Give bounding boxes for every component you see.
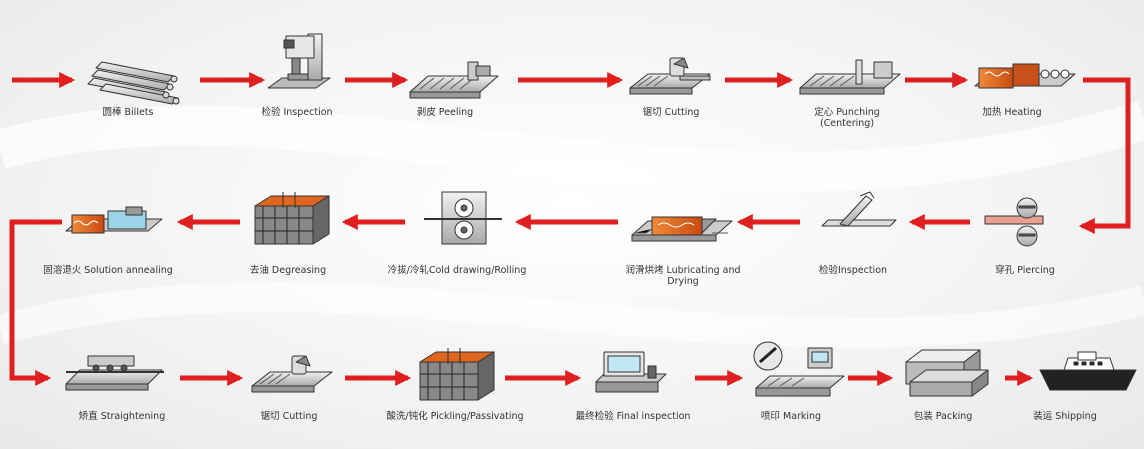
annealing-furnace-icon: [65, 206, 163, 234]
step-degreasing: 去油 Degreasing: [213, 262, 363, 276]
marking-machine-icon: [753, 341, 845, 397]
step-label: 剥皮 Peeling: [416, 107, 474, 118]
cold-drawing-icon: [424, 191, 502, 245]
ship-icon: [1039, 351, 1137, 391]
step-label: 包装 Packing: [913, 411, 973, 422]
step-punching: 定心 Punching (Centering): [772, 104, 922, 129]
step-label: 锯切 Cutting: [642, 107, 700, 118]
step-label: 最终检验 Final inspection: [575, 411, 691, 422]
step-peeling: 剥皮 Peeling: [370, 104, 520, 118]
step-label: 喷印 Marking: [760, 411, 822, 422]
step-label: 检验 Inspection: [261, 107, 333, 118]
step-marking: 喷印 Marking: [716, 408, 866, 422]
step-label: 锯切 Cutting: [260, 411, 318, 422]
step-label: 装运 Shipping: [1033, 411, 1097, 422]
step-label: 固溶退火 Solution annealing: [43, 265, 173, 276]
step-lubricating: 润滑烘烤 Lubricating and Drying: [608, 262, 758, 287]
step-inspection-1: 检验 Inspection: [222, 104, 372, 118]
step-packing: 包装 Packing: [868, 408, 1018, 422]
arrow-13: [9, 219, 62, 387]
step-billets: 圆棒 Billets: [53, 104, 203, 118]
step-label: 穿孔 Piercing: [995, 265, 1055, 276]
step-label: 酸洗/钝化 Pickling/Passivating: [386, 411, 524, 422]
step-label: 加热 Heating: [982, 107, 1042, 118]
inspection-machine-icon: [267, 33, 331, 89]
step-heating: 加热 Heating: [937, 104, 1087, 118]
step-label: 检验Inspection: [818, 265, 888, 276]
lubricating-oven-icon: [631, 216, 733, 242]
flow-arrows: [9, 71, 1131, 387]
step-label: 润滑烘烤 Lubricating and Drying: [625, 265, 741, 287]
step-cutting-1: 锯切 Cutting: [596, 104, 746, 118]
step-label: 圆棒 Billets: [102, 107, 154, 118]
step-piercing: 穿孔 Piercing: [950, 262, 1100, 276]
packing-boxes-icon: [905, 349, 989, 397]
degreasing-tank-icon: [254, 192, 330, 245]
peeling-machine-icon: [409, 61, 499, 99]
step-straightening: 矫直 Straightening: [47, 408, 197, 422]
arrow-7: [1078, 77, 1131, 235]
punching-machine-icon: [799, 59, 901, 95]
step-label: 冷拔/冷轧Cold drawing/Rolling: [387, 265, 527, 276]
heating-furnace-icon: [974, 63, 1076, 89]
final-inspection-icon: [595, 351, 667, 393]
step-cold-drawing: 冷拔/冷轧Cold drawing/Rolling: [382, 262, 532, 276]
step-pickling: 酸洗/钝化 Pickling/Passivating: [380, 408, 530, 422]
straightening-machine-icon: [65, 355, 164, 391]
saw-cutting-icon: [251, 355, 333, 393]
step-shipping: 装运 Shipping: [990, 408, 1140, 422]
billets-icon: [87, 61, 180, 105]
step-cutting-2: 锯切 Cutting: [214, 408, 364, 422]
piercing-rolls-icon: [984, 197, 1044, 247]
pickling-tank-icon: [419, 348, 495, 401]
step-label: 定心 Punching (Centering): [814, 107, 880, 129]
step-inspection-2: 检验Inspection: [778, 262, 928, 276]
step-final-inspection: 最终检验 Final inspection: [558, 408, 708, 422]
inspection-probe-icon: [821, 191, 897, 227]
saw-cutting-icon: [629, 57, 711, 95]
step-solution-annealing: 固溶退火 Solution annealing: [33, 262, 183, 276]
step-label: 去油 Degreasing: [249, 265, 327, 276]
step-label: 矫直 Straightening: [78, 411, 166, 422]
